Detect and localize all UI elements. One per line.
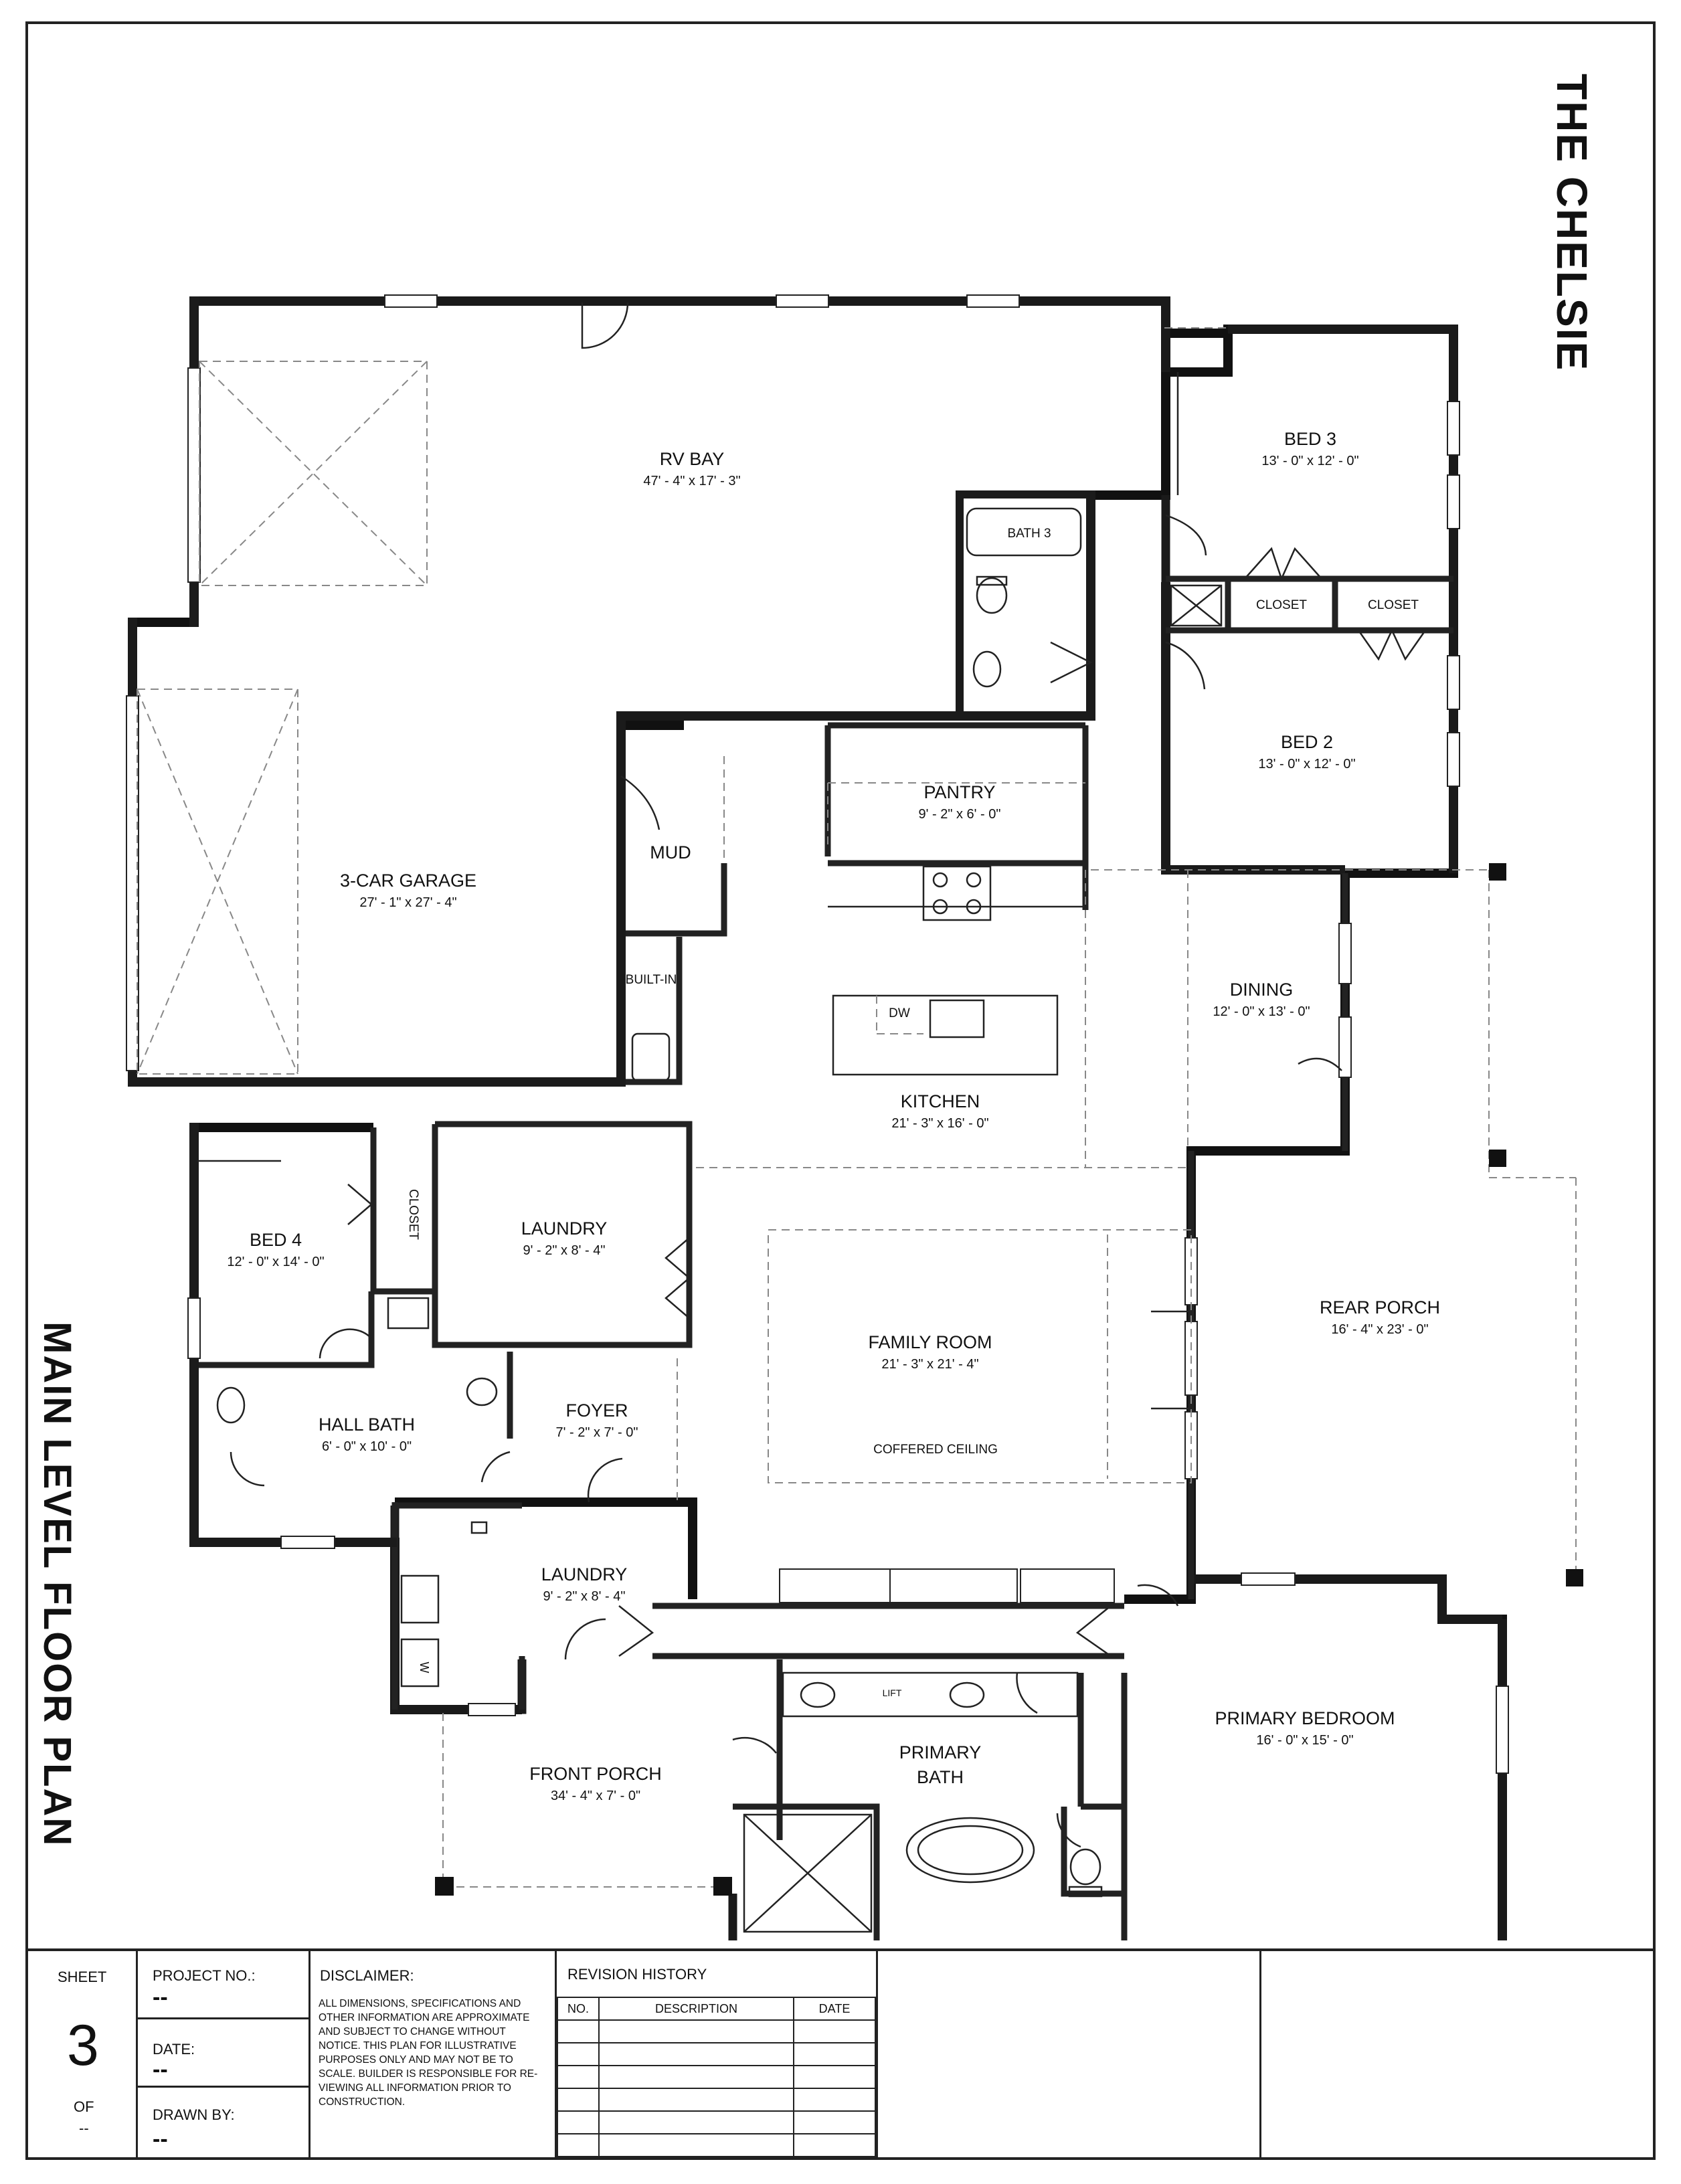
blank-cell-1 bbox=[878, 1951, 1261, 2160]
washer-tag: W bbox=[418, 1662, 431, 1673]
closet-c-label: CLOSET bbox=[406, 1189, 420, 1240]
drawn-value: -- bbox=[153, 2126, 168, 2152]
revision-table: NO. DESCRIPTION DATE bbox=[557, 1997, 876, 2157]
table-row bbox=[557, 2133, 876, 2157]
laundry1-label: LAUNDRY bbox=[521, 1218, 608, 1239]
table-row bbox=[557, 2042, 876, 2066]
floor-plan-drawing: RV BAY 47' - 4" x 17' - 3" 3-CAR GARAGE … bbox=[126, 294, 1583, 1940]
bath3-label: BATH 3 bbox=[1007, 527, 1051, 541]
doors bbox=[230, 302, 1427, 1848]
bed2-label: BED 2 bbox=[1281, 732, 1333, 752]
windows bbox=[126, 294, 1509, 1774]
project-cell: PROJECT NO.: -- DATE: -- DRAWN BY: -- bbox=[138, 1951, 311, 2160]
drawn-label: DRAWN BY: bbox=[153, 2106, 235, 2123]
disclaimer-label: DISCLAIMER: bbox=[320, 1967, 414, 1984]
rear-porch-label: REAR PORCH bbox=[1320, 1297, 1440, 1317]
rv-bay-label: RV BAY bbox=[660, 449, 725, 469]
dining-label: DINING bbox=[1230, 980, 1294, 1000]
table-row bbox=[557, 2019, 876, 2043]
room-labels: RV BAY 47' - 4" x 17' - 3" 3-CAR GARAGE … bbox=[227, 429, 1440, 1803]
family-room-label: FAMILY ROOM bbox=[868, 1332, 992, 1352]
disclaimer-cell: DISCLAIMER: ALL DIMENSIONS, SPECIFICATIO… bbox=[311, 1951, 557, 2160]
rev-header-date: DATE bbox=[793, 1997, 876, 2021]
revision-cell: REVISION HISTORY NO. DESCRIPTION DATE bbox=[557, 1951, 878, 2160]
dashed-boundaries bbox=[442, 327, 1577, 1888]
kitchen-dim: 21' - 3" x 16' - 0" bbox=[891, 1116, 988, 1131]
plan-name: THE CHELSIE bbox=[1548, 74, 1596, 372]
project-value: -- bbox=[153, 1985, 168, 2010]
dw-label: DW bbox=[889, 1006, 910, 1020]
pantry-dim: 9' - 2" x 6' - 0" bbox=[919, 807, 1001, 822]
bed4-label: BED 4 bbox=[250, 1230, 302, 1250]
builtin-label: BUILT-IN bbox=[626, 973, 677, 987]
hall-bath-label: HALL BATH bbox=[319, 1415, 415, 1435]
garage-dim: 27' - 1" x 27' - 4" bbox=[359, 895, 456, 910]
closet-a-label: CLOSET bbox=[1256, 598, 1307, 612]
sheet-number: 3 bbox=[67, 2013, 99, 2078]
blank-cell-2 bbox=[1261, 1951, 1656, 2160]
laundry2-label: LAUNDRY bbox=[541, 1564, 628, 1584]
rv-bay-dim: 47' - 4" x 17' - 3" bbox=[643, 474, 740, 488]
lift-tag: LIFT bbox=[883, 1688, 902, 1698]
foyer-label: FOYER bbox=[565, 1400, 628, 1421]
garage-doors bbox=[137, 361, 428, 1075]
coffered-ceiling-note: COFFERED CEILING bbox=[873, 1443, 998, 1457]
family-room-dim: 21' - 3" x 21' - 4" bbox=[881, 1357, 978, 1372]
project-label: PROJECT NO.: bbox=[153, 1967, 256, 1984]
primary-bath-label-1: PRIMARY bbox=[899, 1742, 982, 1762]
laundry1-dim: 9' - 2" x 8' - 4" bbox=[523, 1243, 606, 1258]
exterior-walls bbox=[128, 296, 1507, 1940]
sheet-title: MAIN LEVEL FLOOR PLAN bbox=[35, 1322, 79, 1847]
date-label: DATE: bbox=[153, 2041, 195, 2058]
hall-bath-dim: 6' - 0" x 10' - 0" bbox=[322, 1439, 412, 1454]
porch-posts bbox=[435, 863, 1583, 1896]
bed3-label: BED 3 bbox=[1284, 429, 1336, 449]
bed2-dim: 13' - 0" x 12' - 0" bbox=[1258, 757, 1355, 771]
front-porch-dim: 34' - 4" x 7' - 0" bbox=[551, 1789, 640, 1803]
garage-label: 3-CAR GARAGE bbox=[340, 871, 476, 891]
fixtures bbox=[197, 372, 1223, 1933]
of-label: OF bbox=[74, 2098, 94, 2115]
closet-b-label: CLOSET bbox=[1368, 598, 1419, 612]
primary-bedroom-label: PRIMARY BEDROOM bbox=[1215, 1708, 1395, 1728]
primary-bath-label-2: BATH bbox=[917, 1767, 964, 1787]
sheet-border bbox=[25, 21, 1656, 2160]
date-value: -- bbox=[153, 2057, 168, 2082]
revision-label: REVISION HISTORY bbox=[567, 1966, 707, 1983]
sheet-cell: SHEET 3 OF -- bbox=[25, 1951, 138, 2160]
rev-header-description: DESCRIPTION bbox=[598, 1997, 794, 2021]
laundry2-dim: 9' - 2" x 8' - 4" bbox=[543, 1589, 626, 1604]
dining-dim: 12' - 0" x 13' - 0" bbox=[1213, 1004, 1310, 1019]
front-porch-label: FRONT PORCH bbox=[529, 1764, 662, 1784]
pantry-label: PANTRY bbox=[923, 782, 995, 802]
foyer-dim: 7' - 2" x 7' - 0" bbox=[556, 1425, 638, 1440]
disclaimer-text: ALL DIMENSIONS, SPECIFICATIONS AND OTHER… bbox=[319, 1998, 538, 2108]
bed3-dim: 13' - 0" x 12' - 0" bbox=[1261, 454, 1358, 468]
table-row bbox=[557, 2088, 876, 2112]
primary-bedroom-dim: 16' - 0" x 15' - 0" bbox=[1256, 1733, 1353, 1748]
sheet-label: SHEET bbox=[58, 1969, 107, 1985]
bed4-dim: 12' - 0" x 14' - 0" bbox=[227, 1255, 324, 1269]
table-row bbox=[557, 2110, 876, 2134]
kitchen-label: KITCHEN bbox=[901, 1091, 980, 1111]
of-value: -- bbox=[79, 2120, 89, 2136]
rev-header-no: NO. bbox=[557, 1997, 600, 2021]
rear-porch-dim: 16' - 4" x 23' - 0" bbox=[1331, 1322, 1428, 1337]
title-block: SHEET 3 OF -- PROJECT NO.: -- DATE: -- D… bbox=[25, 1948, 1656, 2160]
table-row bbox=[557, 2065, 876, 2089]
mud-label: MUD bbox=[650, 842, 691, 862]
